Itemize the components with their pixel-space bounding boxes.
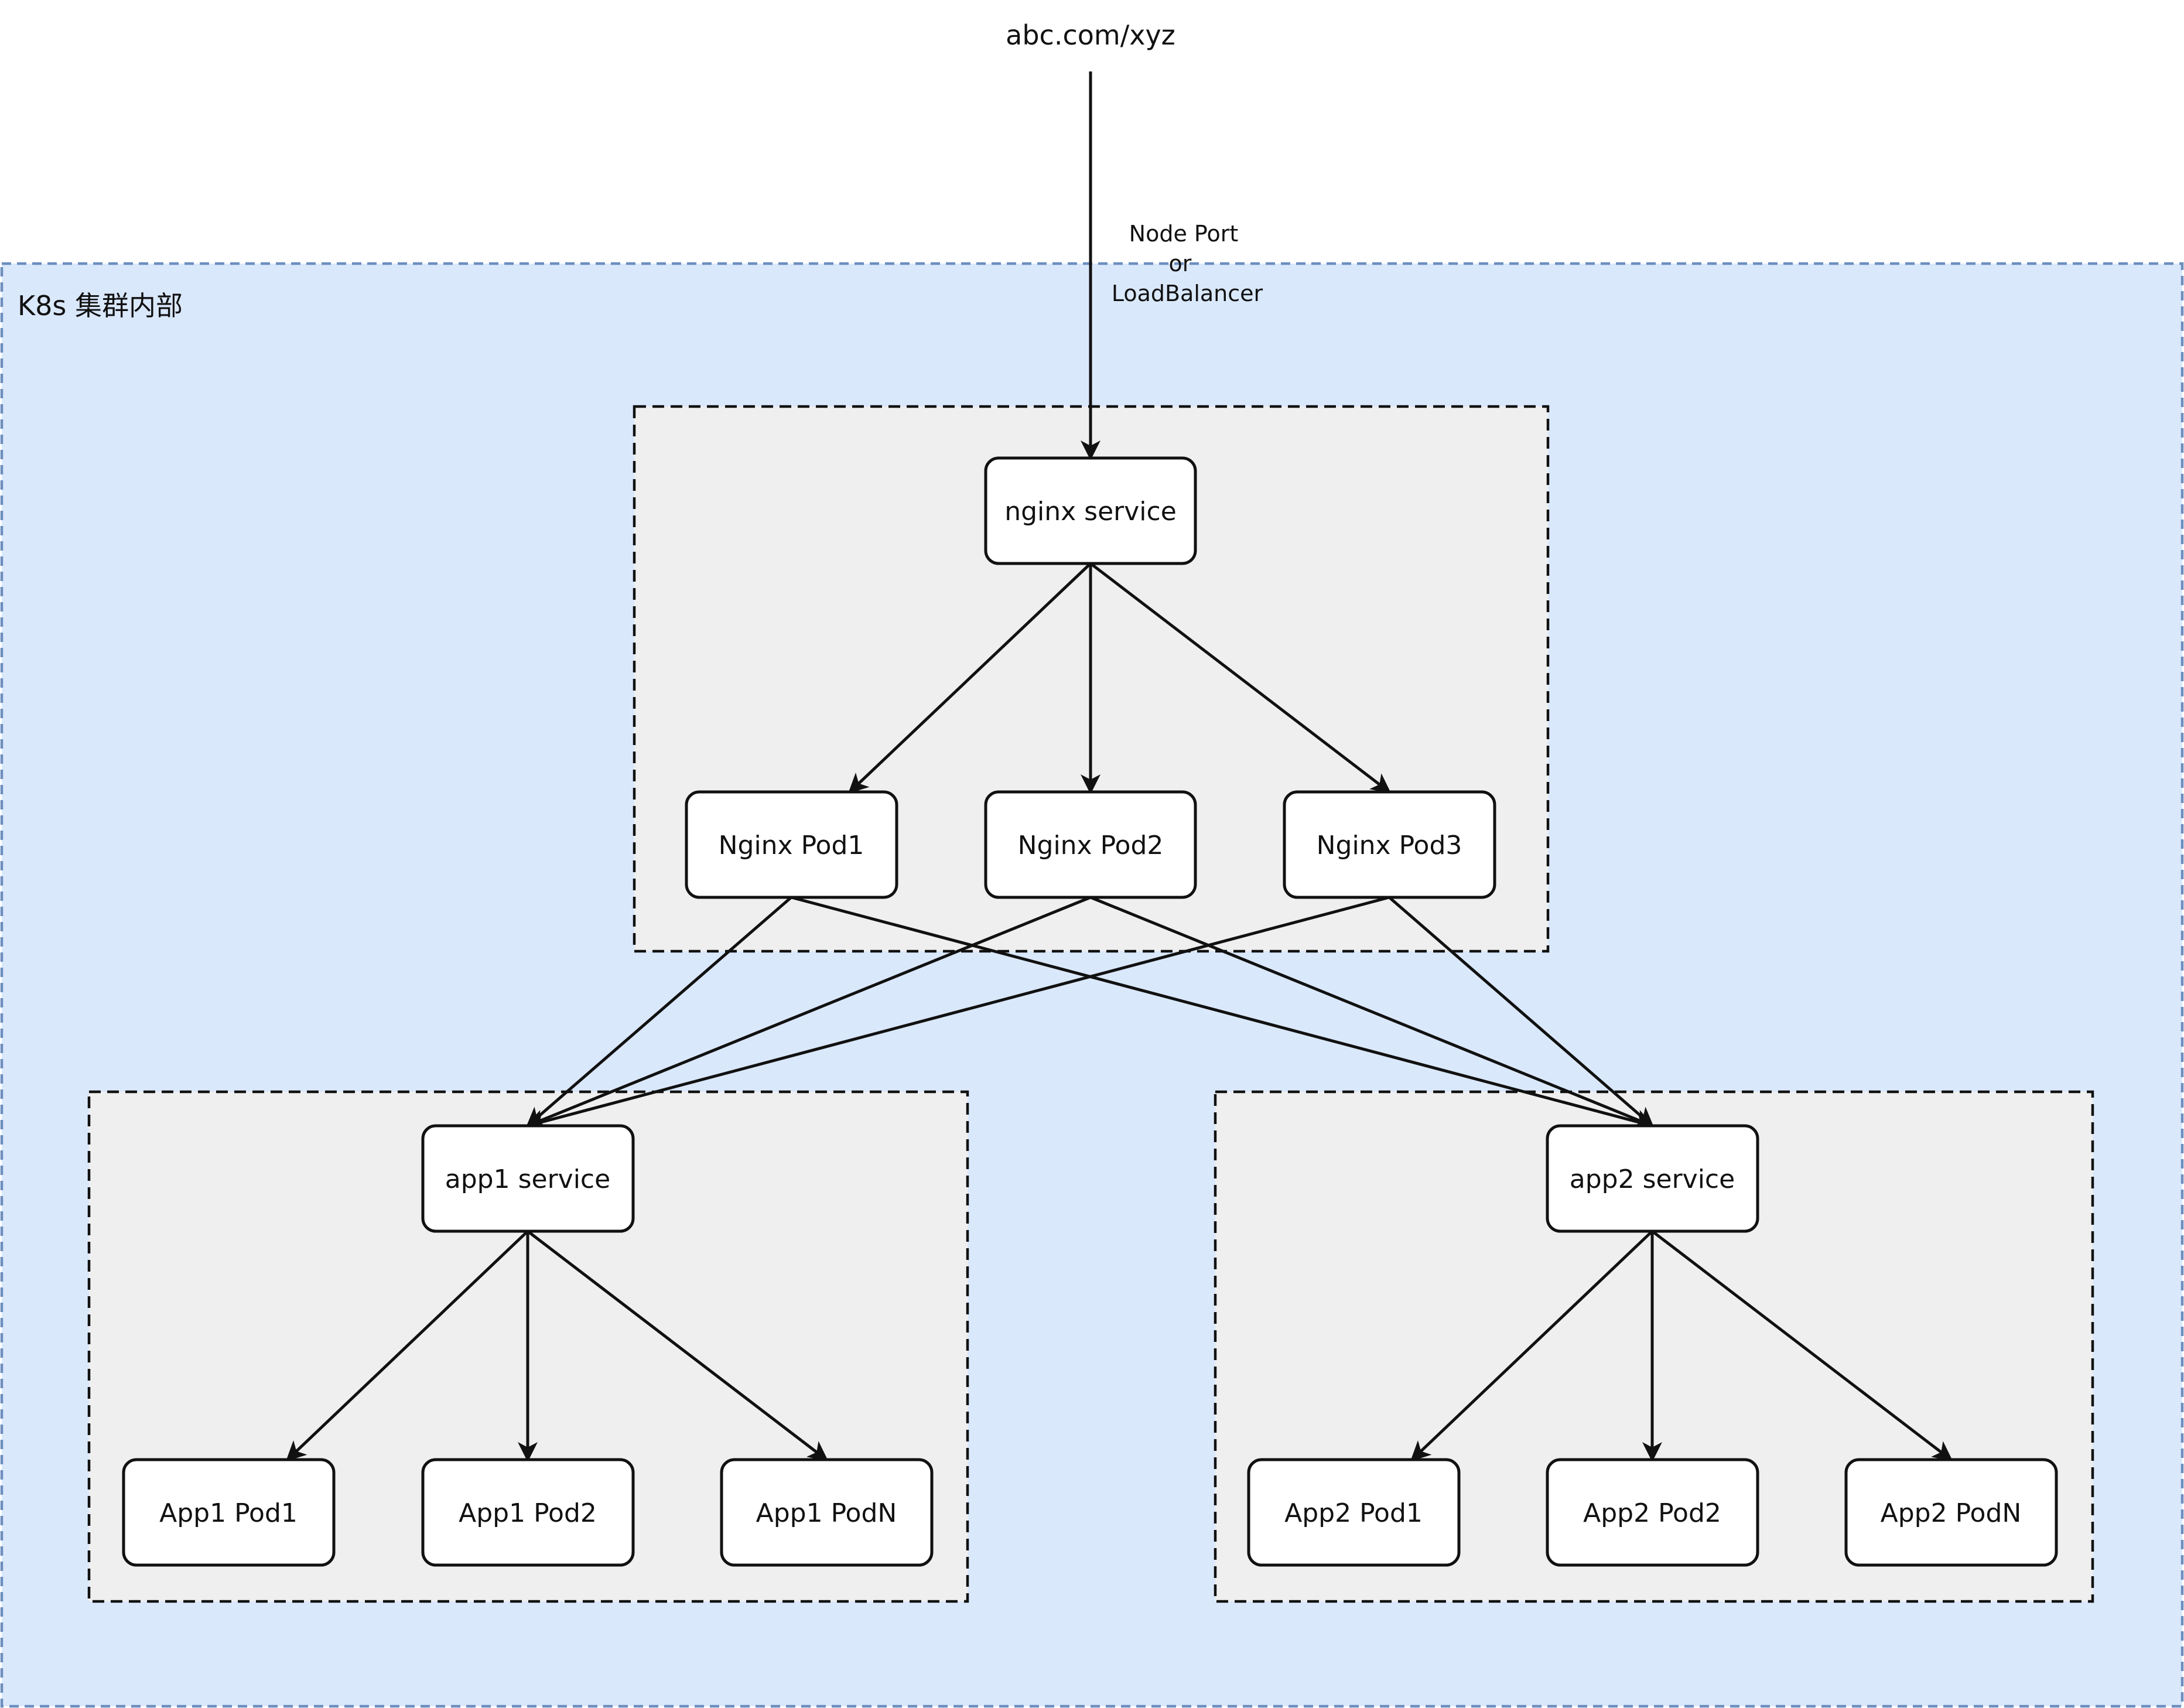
- edge-nginx-pod1-to-app1-service: [525, 896, 792, 1128]
- edge-app2-service-to-app2-podn: [1651, 1230, 1953, 1461]
- app1-pod2-node: App1 Pod2: [421, 1458, 635, 1567]
- nginx-pod2-label: Nginx Pod2: [1018, 831, 1164, 860]
- nginx-pod3-label: Nginx Pod3: [1317, 831, 1462, 860]
- edge-nginx-pod1-to-app2-service: [791, 896, 1655, 1131]
- nginx-pod1-node: Nginx Pod1: [685, 790, 898, 899]
- app1-pod1-node: App1 Pod1: [122, 1458, 336, 1567]
- edge-nginx-pod3-to-app1-service: [525, 896, 1390, 1131]
- entry-label-line-1: Node Port: [1129, 221, 1239, 247]
- nginx-service-label: nginx service: [1004, 497, 1177, 527]
- entry-label-line-2: or: [1169, 251, 1192, 276]
- app2-podn-node: App2 PodN: [1844, 1458, 2058, 1567]
- app2-podn-label: App2 PodN: [1881, 1498, 2022, 1528]
- nginx-pod1-label: Nginx Pod1: [719, 831, 864, 860]
- url-label: abc.com/xyz: [1006, 19, 1175, 51]
- edge-app1-service-to-app1-podn: [527, 1230, 829, 1461]
- app1-podn-node: App1 PodN: [720, 1458, 934, 1567]
- nginx-service-node: nginx service: [984, 456, 1197, 565]
- edge-nginx-service-to-nginx-pod3: [1089, 562, 1392, 794]
- entry-label-line-3: LoadBalancer: [1112, 281, 1263, 306]
- edges: [286, 71, 1953, 1462]
- app1-service-node: app1 service: [421, 1124, 635, 1233]
- app2-pod2-node: App2 Pod2: [1546, 1458, 1759, 1567]
- nginx-pod2-node: Nginx Pod2: [984, 790, 1197, 899]
- app2-pod1-label: App2 Pod1: [1284, 1498, 1423, 1528]
- cluster-label: K8s 集群内部: [18, 290, 183, 322]
- entry-label: Node Port or LoadBalancer: [1112, 221, 1263, 306]
- app1-pod2-label: App1 Pod2: [459, 1498, 597, 1528]
- edge-nginx-pod2-to-app1-service: [525, 896, 1091, 1129]
- app1-service-label: app1 service: [445, 1164, 610, 1194]
- edge-nginx-pod2-to-app2-service: [1090, 896, 1655, 1129]
- edge-nginx-pod3-to-app2-service: [1388, 896, 1655, 1128]
- app2-pod2-label: App2 Pod2: [1583, 1498, 1721, 1528]
- app1-podn-label: App1 PodN: [756, 1498, 897, 1528]
- nginx-pod3-node: Nginx Pod3: [1283, 790, 1496, 899]
- app2-service-node: app2 service: [1546, 1124, 1759, 1233]
- edge-nginx-service-to-nginx-pod1: [848, 562, 1092, 794]
- edge-app1-service-to-app1-pod1: [286, 1230, 529, 1461]
- app2-service-label: app2 service: [1570, 1164, 1735, 1194]
- edge-app2-service-to-app2-pod1: [1410, 1230, 1653, 1461]
- app2-pod1-node: App2 Pod1: [1247, 1458, 1461, 1567]
- app1-pod1-label: App1 Pod1: [159, 1498, 298, 1528]
